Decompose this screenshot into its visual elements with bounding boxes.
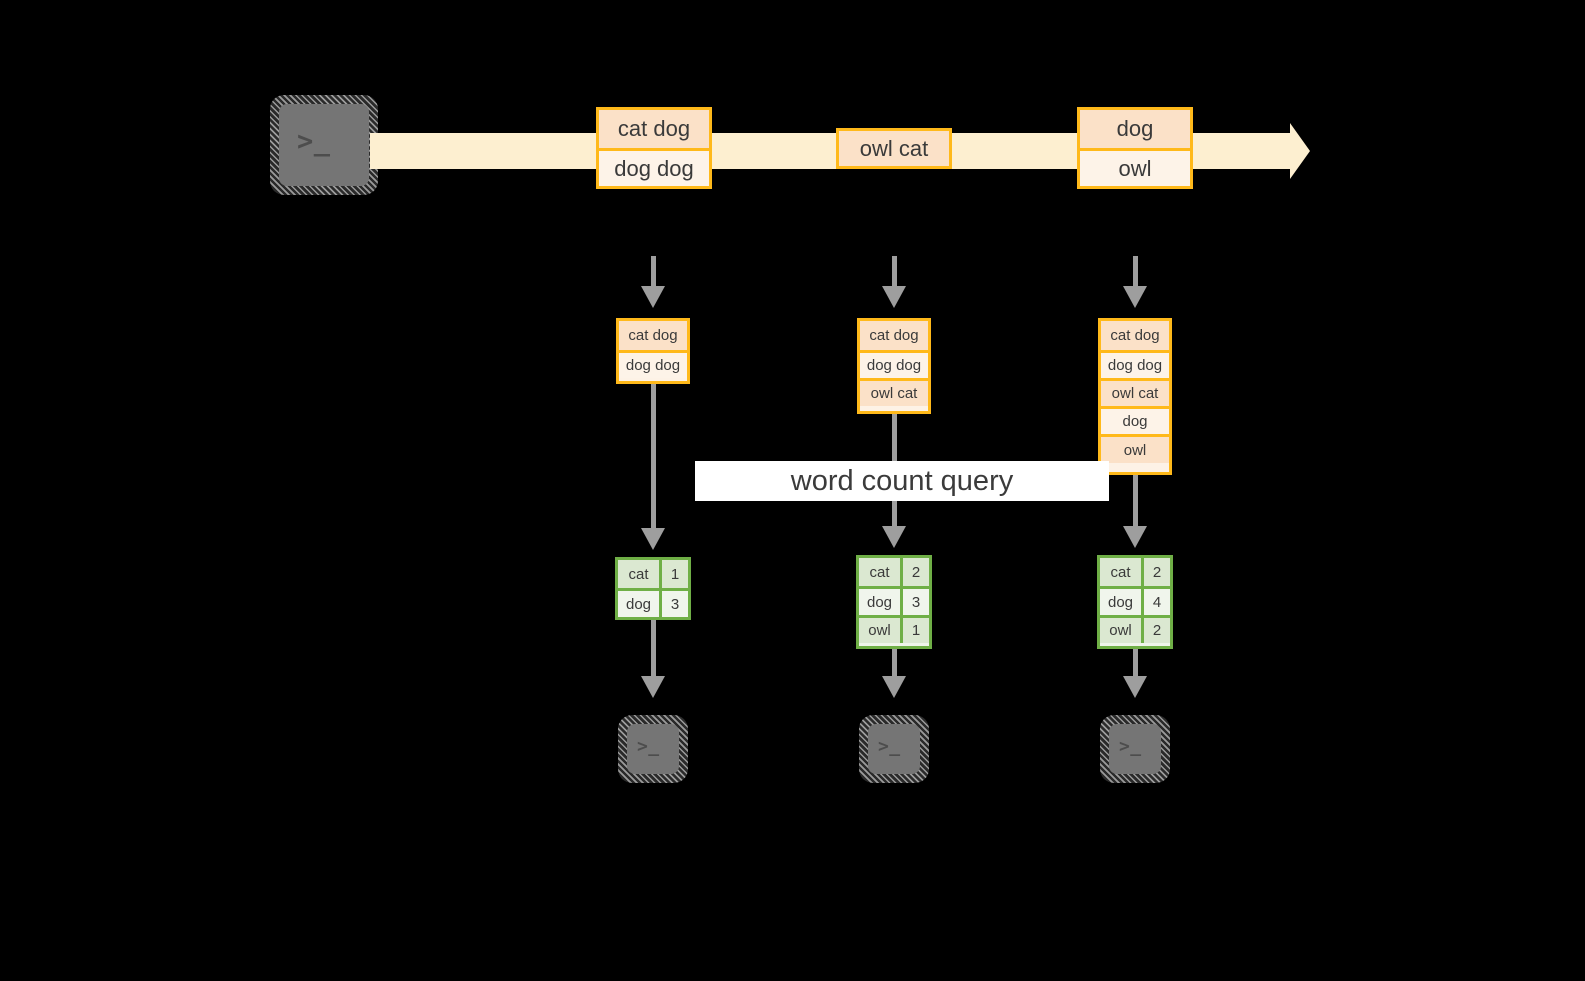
snapshot-1-sink-line bbox=[651, 620, 656, 680]
snapshot-input-row: dog bbox=[1101, 406, 1169, 434]
snapshot-input-row: cat dog bbox=[860, 321, 928, 350]
snapshot-3-sink-line bbox=[1133, 649, 1138, 680]
result-count-cell: 1 bbox=[911, 622, 921, 639]
snapshot-input-row: dog dog bbox=[860, 350, 928, 378]
result-count-cell: 2 bbox=[911, 563, 921, 581]
snapshot-2-drop-arrowhead bbox=[882, 286, 906, 308]
terminal-prompt-glyph: >_ bbox=[878, 736, 901, 757]
snapshot-input-row: dog dog bbox=[619, 350, 687, 378]
result-count-cell: 2 bbox=[1152, 563, 1162, 581]
snapshot-2-sink-terminal-icon: >_ bbox=[859, 715, 929, 783]
snapshot-2-query-arrowhead bbox=[882, 526, 906, 548]
snapshot-input-row: dog dog bbox=[1101, 350, 1169, 378]
snapshot-3-sink-arrowhead bbox=[1123, 676, 1147, 698]
snapshot-1-sink-terminal-icon: >_ bbox=[618, 715, 688, 783]
snapshot-3-result-table: cat 2 dog 4 owl 2 bbox=[1097, 555, 1173, 649]
terminal-prompt-glyph: >_ bbox=[297, 126, 331, 157]
event-stream-arrowhead bbox=[1290, 123, 1310, 179]
result-word-cell: cat bbox=[1100, 558, 1144, 586]
snapshot-1-result-table: cat 1 dog 3 bbox=[615, 557, 691, 620]
stream-event-row: dog dog bbox=[599, 148, 709, 186]
result-count-cell: 3 bbox=[911, 593, 921, 611]
terminal-face bbox=[627, 724, 679, 774]
snapshot-input-row: owl cat bbox=[860, 378, 928, 406]
result-word-cell: dog bbox=[859, 589, 903, 615]
terminal-face bbox=[279, 104, 369, 186]
snapshot-1-drop-arrowhead bbox=[641, 286, 665, 308]
terminal-prompt-glyph: >_ bbox=[1119, 736, 1142, 757]
snapshot-3-sink-terminal-icon: >_ bbox=[1100, 715, 1170, 783]
snapshot-2-input-box: cat dog dog dog owl cat bbox=[857, 318, 931, 414]
result-count-cell: 1 bbox=[670, 565, 680, 583]
result-row: cat 2 bbox=[1100, 558, 1170, 586]
snapshot-input-row: owl bbox=[1101, 434, 1169, 463]
result-word-cell: dog bbox=[1100, 589, 1144, 615]
result-row: dog 3 bbox=[859, 586, 929, 615]
stream-event-row: owl bbox=[1080, 148, 1190, 186]
result-row: dog 3 bbox=[618, 588, 688, 617]
result-row: dog 4 bbox=[1100, 586, 1170, 615]
snapshot-3-input-box: cat dog dog dog owl cat dog owl bbox=[1098, 318, 1172, 475]
snapshot-2-result-table: cat 2 dog 3 owl 1 bbox=[856, 555, 932, 649]
result-word-cell: cat bbox=[618, 560, 662, 588]
stream-event-row: cat dog bbox=[599, 110, 709, 148]
snapshot-2-sink-line bbox=[892, 649, 897, 680]
snapshot-3-drop-line bbox=[1133, 256, 1138, 288]
result-count-cell: 4 bbox=[1152, 593, 1162, 611]
result-count-cell: 2 bbox=[1152, 622, 1162, 639]
snapshot-1-query-line bbox=[651, 384, 656, 534]
terminal-prompt-glyph: >_ bbox=[637, 736, 660, 757]
result-row: owl 2 bbox=[1100, 615, 1170, 643]
result-count-cell: 3 bbox=[670, 595, 680, 613]
stream-event-row: dog bbox=[1080, 110, 1190, 148]
result-word-cell: cat bbox=[859, 558, 903, 586]
stream-event-batch-3: dog owl bbox=[1077, 107, 1193, 189]
snapshot-input-row: cat dog bbox=[1101, 321, 1169, 350]
result-word-cell: dog bbox=[618, 591, 662, 617]
snapshot-2-drop-line bbox=[892, 256, 897, 288]
snapshot-1-drop-line bbox=[651, 256, 656, 288]
result-word-cell: owl bbox=[859, 618, 903, 643]
snapshot-1-input-box: cat dog dog dog bbox=[616, 318, 690, 384]
terminal-face bbox=[868, 724, 920, 774]
stream-event-row: owl cat bbox=[839, 131, 949, 166]
result-word-cell: owl bbox=[1100, 618, 1144, 643]
snapshot-2-sink-arrowhead bbox=[882, 676, 906, 698]
snapshot-3-query-line bbox=[1133, 475, 1138, 532]
source-terminal-icon: >_ bbox=[270, 95, 378, 195]
word-count-query-label: word count query bbox=[695, 461, 1109, 501]
snapshot-1-sink-arrowhead bbox=[641, 676, 665, 698]
snapshot-1-query-arrowhead bbox=[641, 528, 665, 550]
snapshot-3-drop-arrowhead bbox=[1123, 286, 1147, 308]
result-row: cat 1 bbox=[618, 560, 688, 588]
snapshot-3-query-arrowhead bbox=[1123, 526, 1147, 548]
query-label-text: word count query bbox=[790, 464, 1014, 497]
result-row: cat 2 bbox=[859, 558, 929, 586]
terminal-face bbox=[1109, 724, 1161, 774]
snapshot-input-row: owl cat bbox=[1101, 378, 1169, 406]
stream-event-batch-2: owl cat bbox=[836, 128, 952, 169]
snapshot-input-row: cat dog bbox=[619, 321, 687, 350]
stream-event-batch-1: cat dog dog dog bbox=[596, 107, 712, 189]
result-row: owl 1 bbox=[859, 615, 929, 643]
